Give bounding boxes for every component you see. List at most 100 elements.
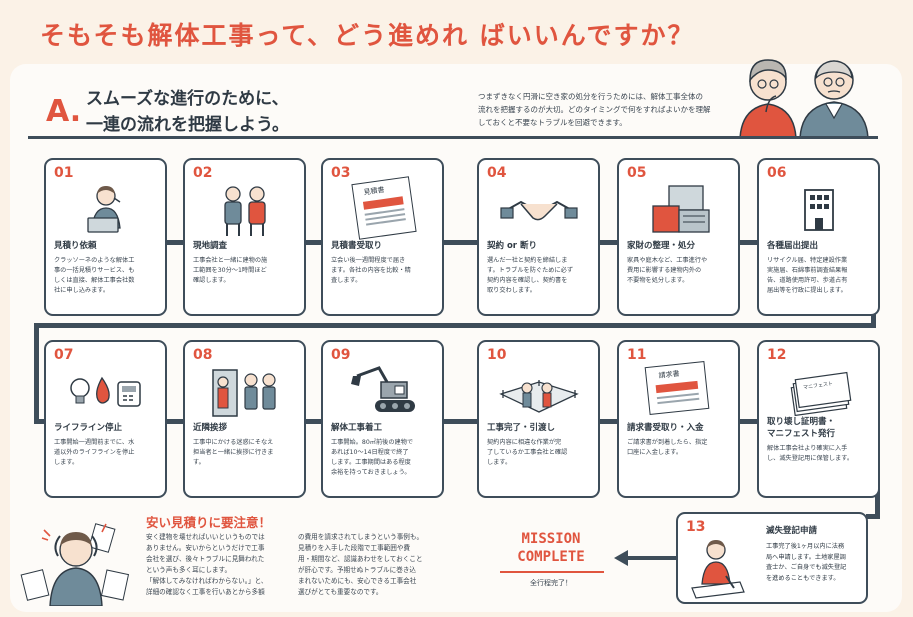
desc-line: 工事開始。80㎡前後の建物で	[331, 439, 414, 446]
step-card-01: 01 見積り依頼 クラッソーネのような解体工 事の一括見積りサービス、も しくは…	[44, 158, 167, 316]
invoice-document-illustration: 請求書	[644, 360, 710, 416]
desc-line: 事の一括見積りサービス、も	[54, 267, 135, 274]
section-divider	[28, 136, 878, 139]
step-desc: 契約内容に相違な作業が完 了しているか工事会社と確認 します。	[487, 438, 595, 468]
mission-line1: MISSION	[521, 531, 581, 547]
step-desc: 工事会社と一緒に建物の施 工範囲を30分～1時間ほど 確認します。	[193, 256, 301, 286]
step-number: 08	[193, 347, 213, 363]
step-desc: 選んだ一社と契約を締結しま す。トラブルを防ぐために必ず 契約内容を確認し、契約…	[487, 256, 595, 296]
desc-line: ご請求書が到着したら、指定	[627, 439, 708, 446]
warning-title: 安い見積りに要注意！	[146, 515, 272, 530]
warning-line: の費用を請求されてしまうという事例も。	[298, 533, 424, 541]
person-writing-illustration	[691, 540, 745, 599]
warning-line: まれないためにも、安心できる工事会社	[298, 577, 417, 585]
excavator-illustration	[351, 366, 415, 412]
step-title: 現地調査	[193, 241, 228, 251]
step-card-06: 06 各種届出提出 リサイクル届、特定建設作業 実施届、石綿事前調査結果報 告、…	[757, 158, 880, 316]
desc-line: 届出等を行政に提出します。	[767, 287, 847, 294]
flow-line-to-13	[866, 514, 880, 519]
utilities-illustration	[70, 376, 141, 407]
desc-line: します。	[54, 459, 79, 466]
step-card-08: 08 近隣挨拶 工事中にかける迷惑にそなえ 担当者と一緒に挨拶に行きま す。	[183, 340, 306, 498]
section-letter: A.	[46, 94, 82, 129]
warning-line: という声も多く耳にします。	[146, 566, 232, 574]
warning-line: 詳細の確認なく工事を行いあとから多額	[146, 588, 265, 596]
intro-text: つまずきなく円滑に空き家の処分を行うためには、解体工事全体の 流れを把握するのが…	[478, 90, 724, 129]
arrow-left-icon	[614, 550, 628, 566]
step-title: 見積書受取り	[331, 241, 383, 251]
office-building-icon	[804, 189, 834, 231]
desc-line: 工範囲を30分～1時間ほど	[193, 267, 267, 274]
step-title: 家財の整理・処分	[627, 241, 696, 251]
desc-line: 立会い後一週間程度で届き	[331, 257, 406, 264]
step-title: 契約 or 断り	[487, 241, 537, 251]
step-title: ライフライン停止	[54, 423, 123, 433]
step-card-04: 04 契約 or 断り 選んだ一社と契約を締結しま す。トラブルを防ぐために必ず…	[477, 158, 600, 316]
warning-line: 「解体してみなければわからない。」と、	[146, 577, 268, 585]
desc-line: す。トラブルを防ぐために必ず	[487, 267, 574, 274]
flow-line-row1	[50, 240, 876, 245]
warning-line: 用・期間など、認識あわせをしておくこと	[298, 555, 423, 563]
step-card-02: 02 現地調査 工事会社と一緒に建物の施 工範囲を30分～1時間ほど 確認します…	[183, 158, 306, 316]
step-title: 近隣挨拶	[193, 423, 228, 433]
intro-line: しておくと不要なトラブルを回避できます。	[478, 118, 627, 127]
desc-line: 契約内容を確認し、契約書を	[487, 277, 568, 284]
step-number: 11	[627, 347, 647, 363]
step-number: 10	[487, 347, 507, 363]
mission-line2: COMPLETE	[517, 549, 585, 565]
step-card-10: 10 工事完了・引渡し 契約内容に相違な作業が完 了しているか工事会社と確認 し…	[477, 340, 600, 498]
desc-line: 局へ申請します。土地家屋調	[766, 553, 846, 561]
step-desc: クラッソーネのような解体工 事の一括見積りサービス、も しくは直接、解体工事会社…	[54, 256, 162, 296]
desc-line: す。	[193, 459, 205, 466]
step-card-13: 13 滅失登記申請 工事完了後1ヶ月以内に法務 局へ申請します。土地家屋調 査士…	[676, 512, 868, 604]
desc-line: 家具や庭木など、工事進行や	[627, 257, 708, 264]
warning-text-col2: の費用を請求されてしまうという事例も。 見積りを入手した段階で工事範囲や費 用・…	[298, 532, 448, 598]
desc-line: 工事会社と一緒に建物の施	[193, 257, 268, 264]
desc-line: 査します。	[331, 277, 362, 284]
step-title-line1: 取り壊し証明書・	[767, 417, 836, 427]
desc-line: ます。各社の内容を比較・精	[331, 267, 411, 274]
flow-line-middle	[34, 323, 876, 328]
step-card-03: 03 見積書 見積書受取り 立会い後一週間程度で届き ます。各社の内容を比較・精…	[321, 158, 444, 316]
handshake-illustration	[500, 200, 578, 221]
step-number: 12	[767, 347, 787, 363]
step-title: 各種届出提出	[767, 241, 819, 251]
worried-person-illustration	[20, 523, 130, 606]
desc-line: します。工事期間はある程度	[331, 459, 411, 466]
warning-line: が肝心です。予期せぬトラブルに巻き込	[298, 566, 417, 574]
desc-line: 取り交わします。	[487, 287, 536, 294]
desc-line: あれば10～14日程度で終了	[331, 449, 409, 456]
elderly-couple-illustration	[739, 59, 869, 138]
step-number: 02	[193, 165, 213, 181]
section-title: スムーズな進行のために、 一連の流れを把握しよう。	[86, 86, 289, 138]
desc-line: リサイクル届、特定建設作業	[767, 257, 848, 264]
step-desc: 工事開始。80㎡前後の建物で あれば10～14日程度で終了 します。工事期間はあ…	[331, 438, 439, 478]
intro-line: 流れを把握するのが大切。どのタイミングで何をすればよいかを理解	[478, 105, 711, 114]
step-title: 解体工事着工	[331, 423, 383, 433]
flow-line-to-mission	[628, 556, 676, 560]
step-card-05: 05 家財の整理・処分 家具や庭木など、工事進行や 費用に影響する建物内外の 不…	[617, 158, 740, 316]
desc-line: 担当者と一緒に挨拶に行きま	[193, 449, 274, 456]
desc-line: 費用に影響する建物内外の	[627, 267, 702, 274]
step-desc: リサイクル届、特定建設作業 実施届、石綿事前調査結果報 告、道路使用許可、歩道占…	[767, 256, 875, 296]
desc-line: を進めることもできます。	[766, 574, 840, 582]
step-card-07: 07 ライフライン停止 工事開始一週間前までに、水 道以外のライフラインを停止 …	[44, 340, 167, 498]
desc-line: 工事開始一週間前までに、水	[54, 439, 135, 446]
desc-line: 確認します。	[193, 277, 230, 284]
step-desc: 解体工事会社より確実に入手 し、滅失登記用に保管します。	[767, 444, 875, 464]
estimate-doc-label: 見積書	[363, 185, 386, 197]
mission-subtitle: 全行程完了！	[530, 579, 572, 587]
step-desc: 工事開始一週間前までに、水 道以外のライフラインを停止 します。	[54, 438, 162, 468]
furniture-pile-illustration	[652, 185, 710, 233]
desc-line: 告、道路使用許可、歩道占有	[767, 277, 848, 284]
step-number: 06	[767, 165, 787, 181]
desc-line: 口座に入金します。	[627, 449, 683, 456]
desc-line: 不要物を処分します。	[627, 277, 689, 284]
mission-underline	[500, 571, 604, 573]
step-desc: 立会い後一週間程度で届き ます。各社の内容を比較・精 査します。	[331, 256, 439, 286]
step-card-12: 12 マニフェスト 取り壊し証明書・ マニフェスト発行 解体工事会社より確実に入…	[757, 340, 880, 498]
desc-line: 余裕を持っておきましょう。	[331, 469, 411, 476]
warning-line: 会社を選び、後々トラブルに見舞われた	[146, 555, 265, 563]
warning-text-col1: 安く建物を壊せればいいというものでは ありません。安いからというだけで工事 会社…	[146, 532, 294, 598]
step-title: 見積り依頼	[54, 241, 97, 251]
